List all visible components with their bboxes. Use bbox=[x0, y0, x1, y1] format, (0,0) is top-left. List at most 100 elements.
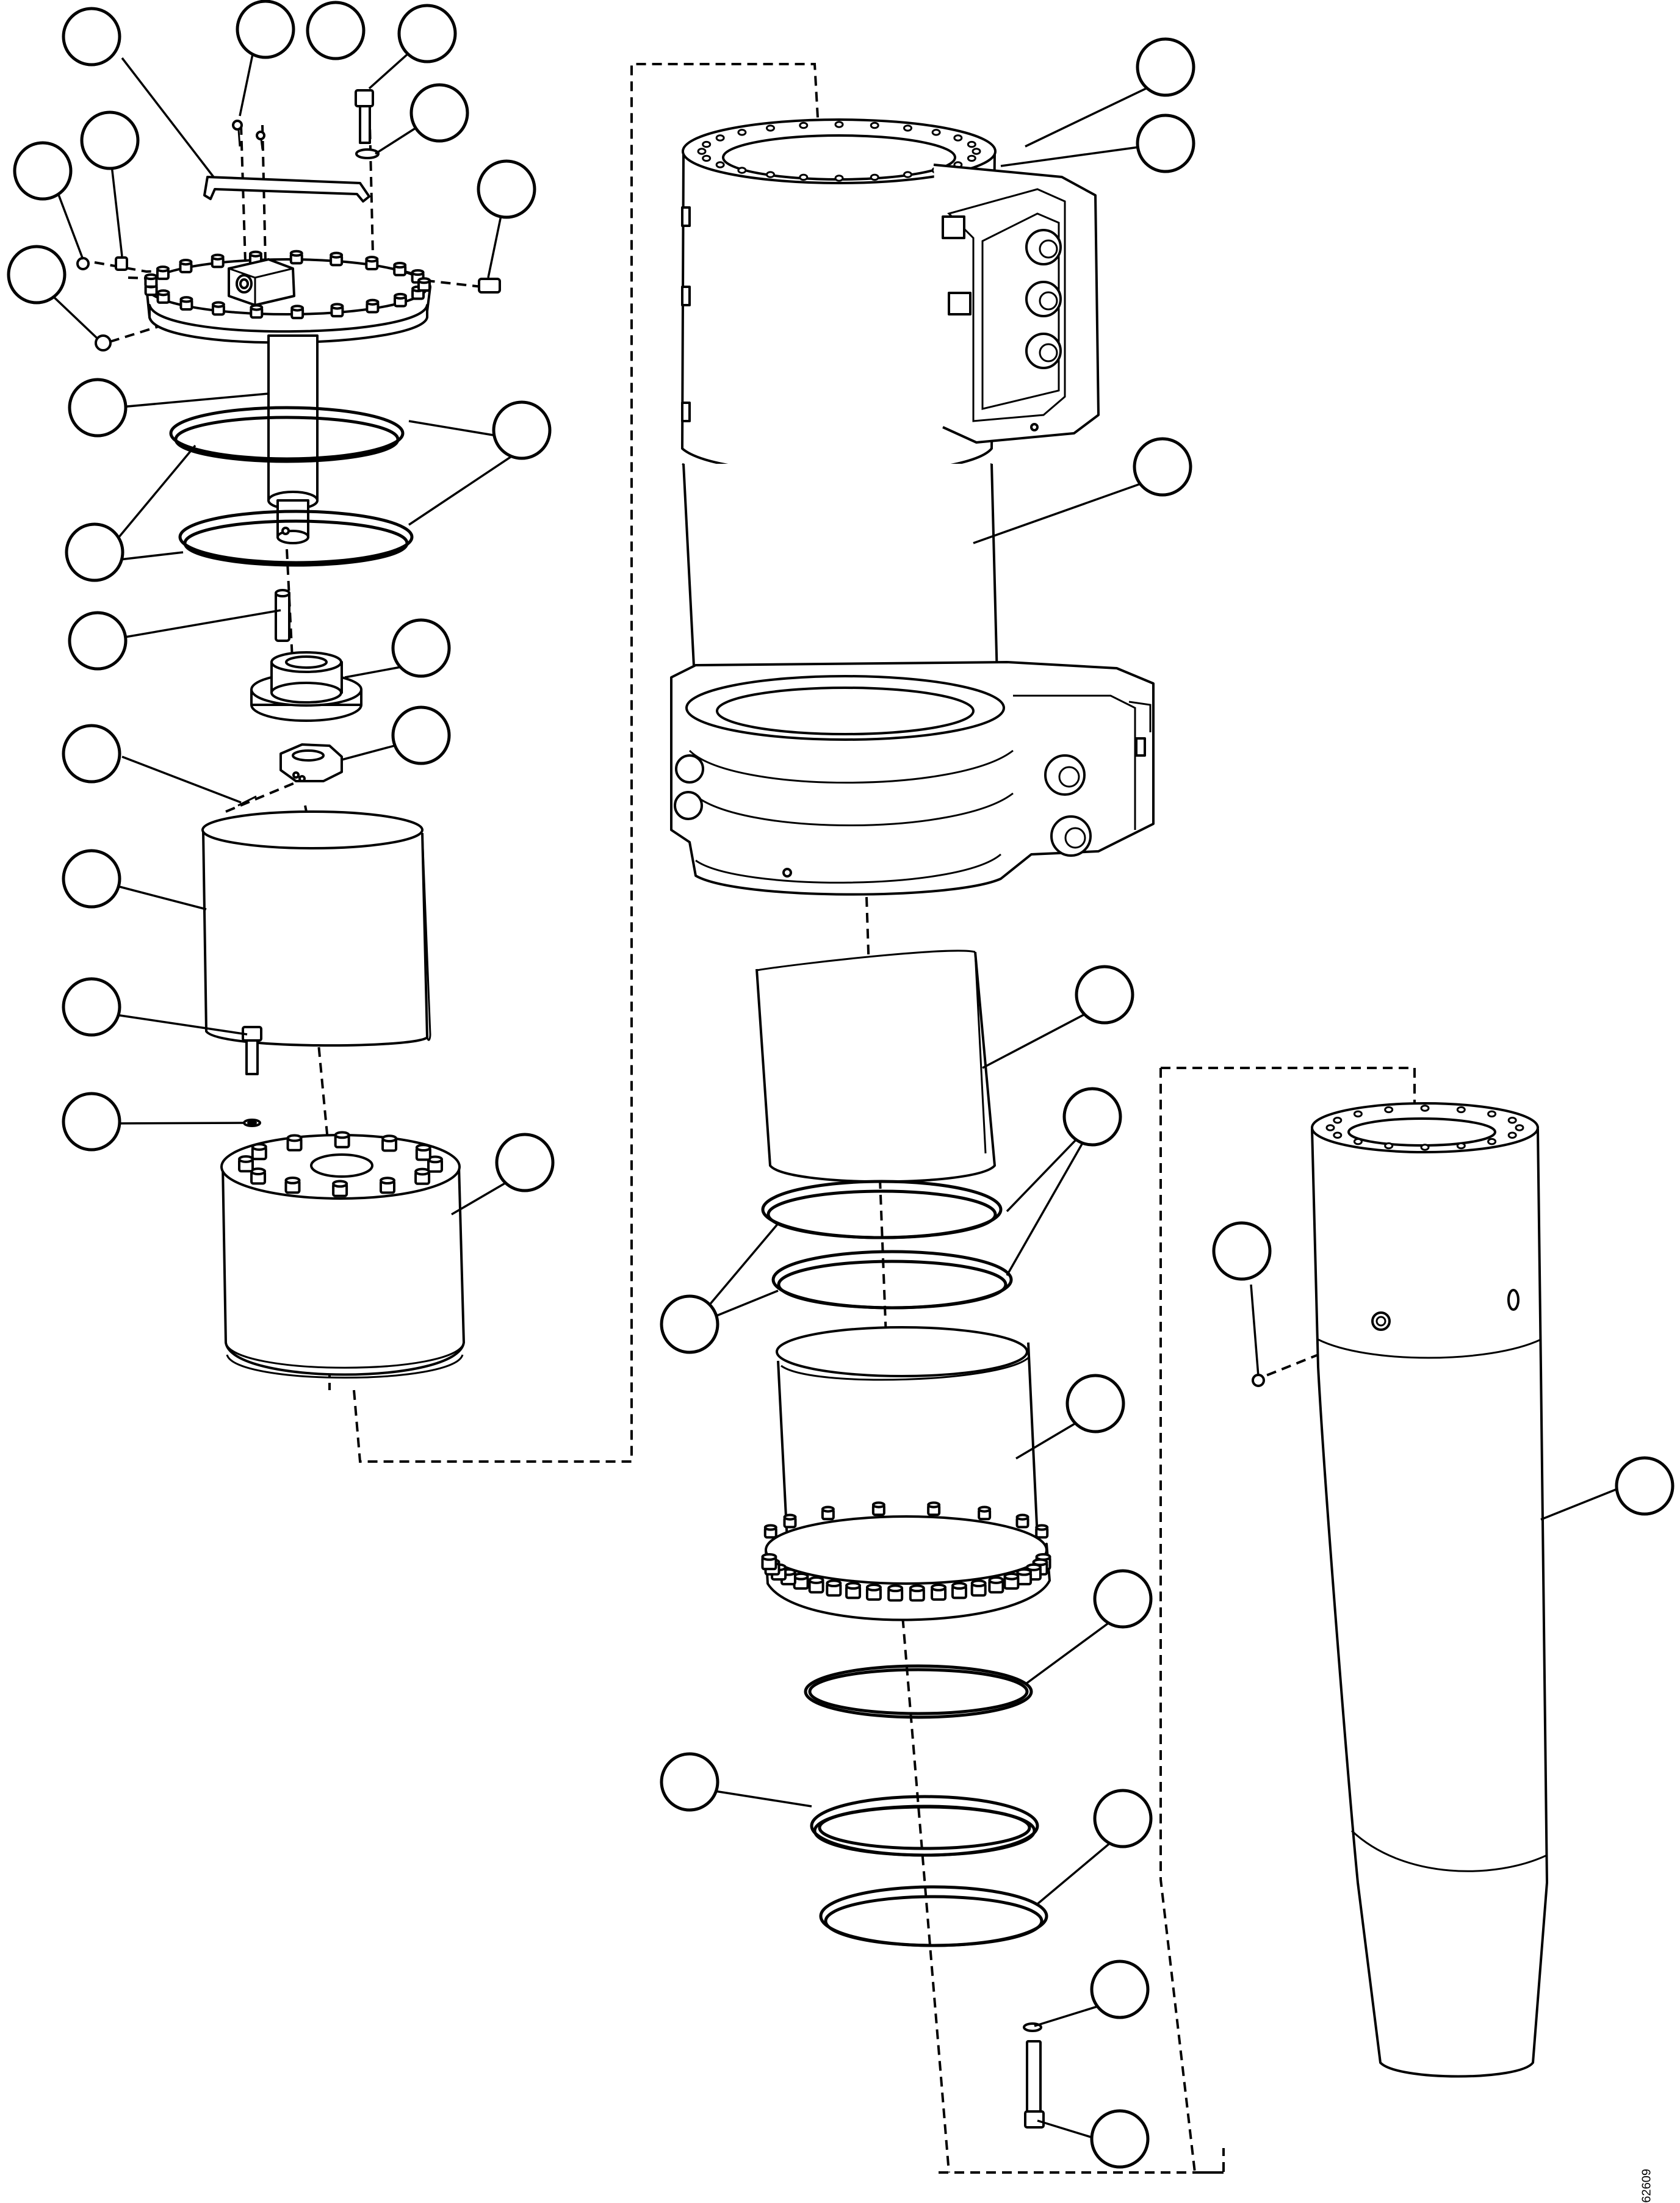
bolt-head bbox=[250, 304, 264, 319]
bolt-head bbox=[1015, 1513, 1029, 1529]
bolt-head bbox=[931, 1583, 947, 1601]
bolt-hole bbox=[1333, 1131, 1343, 1139]
bolt-head bbox=[909, 1584, 925, 1602]
callout-bubble bbox=[13, 141, 73, 201]
bolt-head bbox=[415, 1144, 431, 1161]
bolt-hole bbox=[766, 171, 775, 178]
bolt-head bbox=[179, 296, 193, 311]
callout-bubble bbox=[1075, 965, 1134, 1025]
bolt-hole bbox=[1456, 1106, 1466, 1114]
bolt-hole bbox=[967, 154, 976, 162]
bolt-head bbox=[808, 1576, 824, 1594]
bolt-head bbox=[988, 1576, 1004, 1594]
callout-bubble bbox=[660, 1752, 719, 1812]
bolt-head bbox=[951, 1582, 967, 1599]
callout-bubble bbox=[1090, 1960, 1150, 2019]
bolt-head bbox=[393, 292, 407, 308]
sleeve-left bbox=[201, 810, 431, 1047]
bolt-hole bbox=[1456, 1142, 1466, 1150]
bolt-head bbox=[144, 273, 158, 288]
callout-bubble bbox=[1090, 2109, 1150, 2169]
callout-bubble bbox=[68, 611, 128, 671]
bolt-head bbox=[845, 1582, 862, 1599]
cap-screw-top bbox=[355, 89, 380, 159]
callout-bubble bbox=[660, 1294, 719, 1354]
callout-bubble bbox=[1062, 1087, 1122, 1147]
callout-bubble bbox=[397, 4, 457, 63]
bolt-head bbox=[865, 1583, 882, 1601]
outer-tube bbox=[1252, 1102, 1548, 2078]
bolt-head bbox=[211, 301, 225, 316]
bolt-head bbox=[970, 1579, 987, 1597]
top-flange-assembly bbox=[144, 250, 431, 344]
bolt-hole bbox=[799, 173, 809, 181]
bolt-hole bbox=[766, 124, 775, 132]
callout-bubble bbox=[62, 977, 121, 1037]
small-fittings bbox=[76, 256, 501, 352]
bolt-head bbox=[238, 1155, 254, 1173]
bolt-head bbox=[332, 1180, 348, 1197]
bolt-head bbox=[286, 1134, 303, 1152]
sleeve-center bbox=[755, 950, 996, 1183]
callout-bubble bbox=[1133, 437, 1192, 497]
bolt-hole bbox=[1487, 1138, 1497, 1145]
bolt-head bbox=[1035, 1524, 1049, 1539]
bolt-head bbox=[871, 1501, 885, 1516]
bolt-head bbox=[156, 289, 170, 304]
bolt-hole bbox=[1515, 1124, 1524, 1131]
bolt-hole bbox=[702, 154, 712, 162]
bolt-head bbox=[250, 1167, 267, 1185]
cap-screw-mid bbox=[242, 1026, 262, 1127]
bolt-hole bbox=[1487, 1110, 1497, 1118]
callout-bubble bbox=[391, 705, 451, 765]
bolt-hole bbox=[870, 173, 879, 181]
bolt-head bbox=[334, 1131, 350, 1148]
bolt-hole bbox=[1384, 1106, 1394, 1114]
seal-rings-left bbox=[169, 406, 414, 567]
bolt-hole bbox=[1384, 1142, 1394, 1150]
callout-bubble bbox=[65, 522, 124, 582]
bolt-hole bbox=[1353, 1110, 1363, 1118]
bolt-head bbox=[1003, 1572, 1020, 1590]
callout-bubble bbox=[62, 1092, 121, 1152]
bolt-hole bbox=[1353, 1138, 1363, 1145]
canister bbox=[220, 1131, 465, 1379]
callout-bubble bbox=[62, 849, 121, 909]
bolt-head bbox=[156, 265, 170, 280]
bolt-hole bbox=[903, 171, 912, 178]
guard-bracket bbox=[203, 176, 370, 203]
main-housing bbox=[670, 118, 1155, 896]
callout-bubble bbox=[1093, 1569, 1153, 1629]
bolt-hole bbox=[967, 140, 976, 148]
bolt-head bbox=[783, 1513, 797, 1529]
callout-bubble bbox=[391, 618, 451, 678]
bolt-head bbox=[330, 303, 344, 318]
dowel-pin bbox=[275, 589, 290, 642]
bushing bbox=[250, 651, 362, 722]
bolt-head bbox=[251, 1143, 267, 1161]
bolt-head bbox=[761, 1552, 777, 1571]
left-column-parts bbox=[76, 89, 501, 1379]
callout-bubble bbox=[68, 378, 128, 438]
callout-bubble bbox=[80, 110, 140, 170]
bolt-head bbox=[211, 253, 225, 269]
flanged-sleeve bbox=[761, 1326, 1051, 1621]
bolt-hole bbox=[697, 148, 707, 155]
callout-bubble bbox=[409, 83, 469, 143]
bolt-hole bbox=[953, 134, 963, 142]
bolt-head bbox=[381, 1134, 398, 1152]
lock-nut bbox=[279, 743, 343, 782]
callout-bubble bbox=[62, 724, 121, 784]
housing-top-holes bbox=[697, 121, 981, 182]
bolt-head bbox=[927, 1501, 941, 1516]
callout-bubble bbox=[1065, 1374, 1125, 1433]
bolt-head bbox=[179, 259, 193, 273]
callout-bubble bbox=[1136, 37, 1195, 97]
callout-bubbles bbox=[7, 0, 1675, 2169]
callout-bubble bbox=[306, 1, 366, 60]
bolt-hole bbox=[1420, 1105, 1430, 1112]
bolt-hole bbox=[737, 167, 747, 174]
canister-bolts bbox=[238, 1131, 443, 1197]
bolt-head bbox=[978, 1505, 992, 1521]
